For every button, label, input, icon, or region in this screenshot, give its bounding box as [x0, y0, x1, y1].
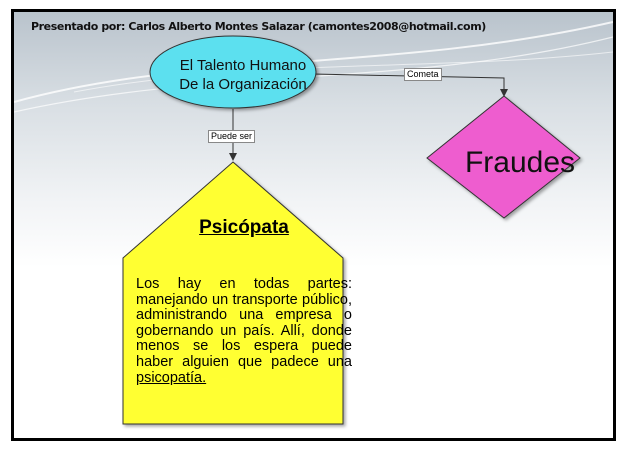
- node-fraudes-shape: [426, 95, 581, 219]
- node-psicopata-shape: [122, 161, 344, 425]
- node-talento-shape: [149, 35, 317, 109]
- psicopatia-link[interactable]: psicopatía.: [136, 369, 207, 386]
- node-psicopata-text: Los hay en todas partes: manejando un tr…: [136, 276, 352, 370]
- node-psicopata-body: Los hay en todas partes: manejando un tr…: [136, 276, 352, 386]
- node-psicopata-title: Psicópata: [199, 217, 289, 238]
- slide: Presentado por: Carlos Alberto Montes Sa…: [11, 9, 616, 441]
- node-talento-line2: De la Organización: [179, 76, 307, 93]
- edge-label-cometa: Cometa: [404, 68, 442, 81]
- node-talento-label: El Talento Humano De la Organización: [160, 56, 326, 94]
- node-talento-line1: El Talento Humano: [179, 57, 307, 74]
- diagram-canvas: [14, 21, 613, 425]
- edge-cometa: [312, 73, 508, 97]
- edge-label-puede-ser: Puede ser: [208, 130, 256, 143]
- presenter-credit: Presentado por: Carlos Alberto Montes Sa…: [31, 20, 486, 33]
- node-fraudes-label: Fraudes: [464, 146, 576, 179]
